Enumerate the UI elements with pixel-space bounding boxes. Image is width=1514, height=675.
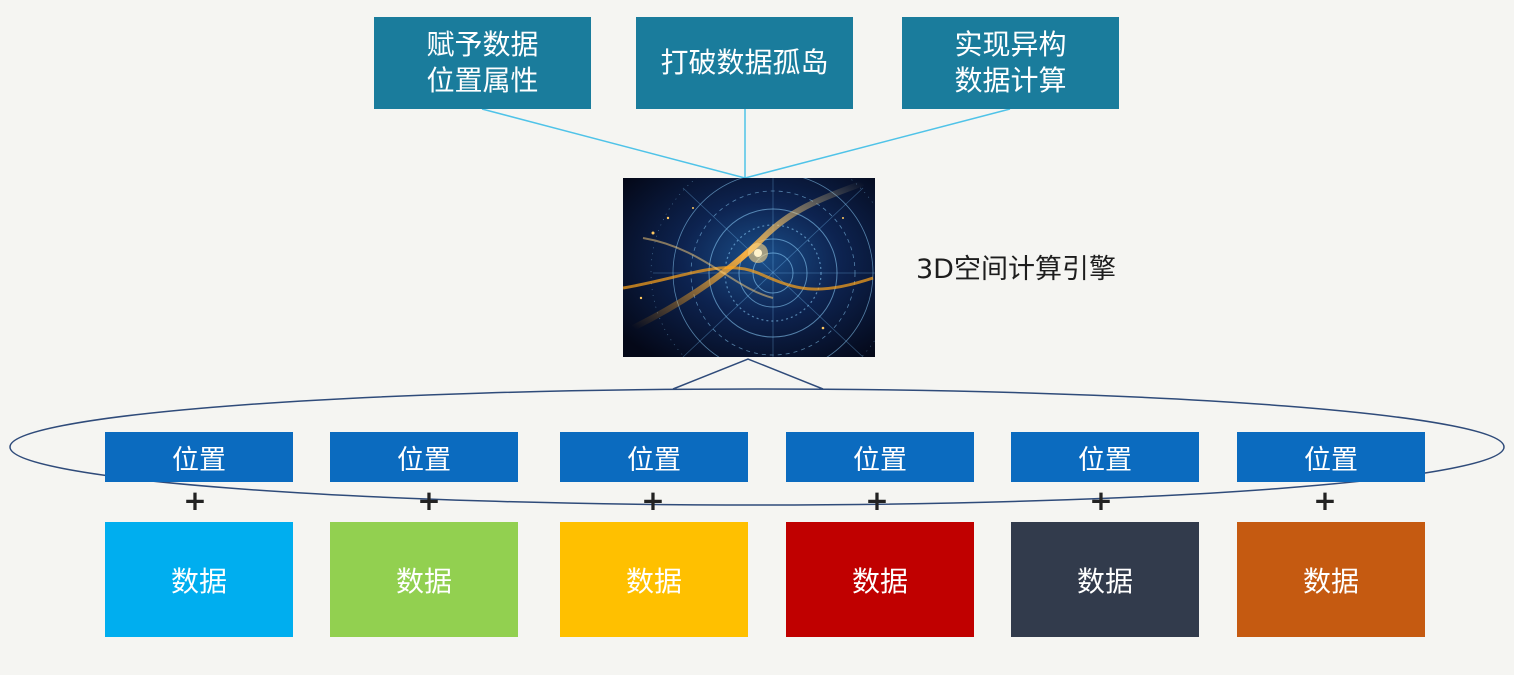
top-box-label: 打破数据孤岛 xyxy=(660,46,829,79)
data-box: 数据 xyxy=(1011,522,1199,637)
position-box: 位置 xyxy=(105,432,293,482)
top-box-assign-location: 赋予数据 位置属性 xyxy=(374,17,591,109)
plus-sign: + xyxy=(1089,484,1113,517)
data-box: 数据 xyxy=(330,522,518,637)
top-box-break-data-silos: 打破数据孤岛 xyxy=(636,17,853,109)
plus-sign: + xyxy=(865,484,889,517)
data-box: 数据 xyxy=(1237,522,1425,637)
galaxy-clock-image xyxy=(623,178,875,357)
data-box: 数据 xyxy=(105,522,293,637)
position-box: 位置 xyxy=(1237,432,1425,482)
plus-sign: + xyxy=(1313,484,1337,517)
plus-sign: + xyxy=(641,484,665,517)
engine-label: 3D空间计算引擎 xyxy=(916,254,1116,285)
data-box: 数据 xyxy=(560,522,748,637)
plus-sign: + xyxy=(417,484,441,517)
connector-line-left xyxy=(481,108,746,179)
position-box: 位置 xyxy=(1011,432,1199,482)
top-box-heterogeneous-compute: 实现异构 数据计算 xyxy=(902,17,1119,109)
position-box: 位置 xyxy=(786,432,974,482)
position-box: 位置 xyxy=(560,432,748,482)
data-box: 数据 xyxy=(786,522,974,637)
connector-line-right xyxy=(744,108,1011,179)
top-box-label: 赋予数据 位置属性 xyxy=(426,28,539,97)
plus-sign: + xyxy=(183,484,207,517)
top-box-label: 实现异构 数据计算 xyxy=(954,28,1067,97)
position-group-ellipse xyxy=(9,388,1505,506)
position-box: 位置 xyxy=(330,432,518,482)
engine-triangle-connector xyxy=(672,358,824,390)
